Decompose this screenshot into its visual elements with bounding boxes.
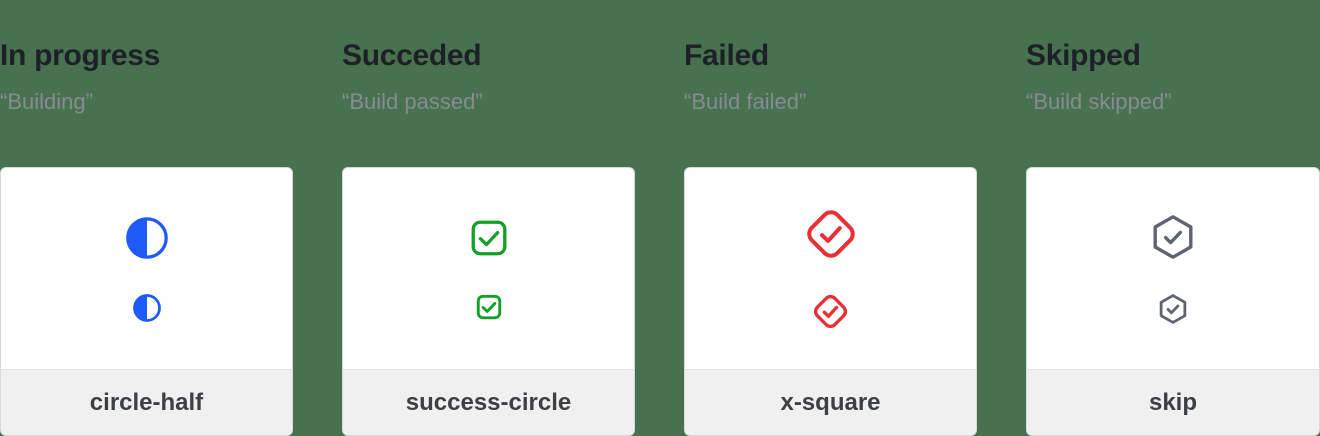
icon-preview [1027, 168, 1319, 369]
icon-name-label: success-circle [405, 388, 572, 416]
status-message: “Build passed” [342, 89, 483, 114]
column-header: Succeded “Build passed” [342, 0, 635, 167]
circle-half-icon-small [132, 293, 161, 322]
status-title: Succeded [342, 39, 482, 72]
icon-name-bar: skip [1027, 369, 1319, 435]
column-header: Failed “Build failed” [684, 0, 977, 167]
icon-name-label: x-square [780, 388, 881, 416]
column-header: In progress “Building” [0, 0, 293, 167]
check-hexagon-icon-small [1159, 293, 1187, 324]
column-header: Skipped “Build skipped” [1026, 0, 1320, 167]
status-message: “Building” [0, 89, 93, 114]
check-hexagon-icon [1153, 214, 1193, 259]
check-diamond-icon-small [813, 294, 848, 329]
status-title: Skipped [1026, 39, 1141, 72]
icon-preview [343, 168, 634, 369]
icon-card: success-circle [342, 167, 635, 436]
status-message: “Build skipped” [1026, 89, 1172, 114]
icon-name-bar: circle-half [1, 369, 292, 435]
status-title: Failed [684, 39, 769, 72]
icon-name-label: circle-half [89, 388, 204, 416]
check-square-icon-small [476, 294, 501, 319]
icon-preview [685, 168, 976, 369]
status-column-skipped: Skipped “Build skipped” skip [1026, 0, 1320, 436]
circle-half-icon [125, 216, 168, 259]
check-square-icon [471, 220, 506, 255]
status-title: In progress [0, 39, 161, 72]
status-column-failed: Failed “Build failed” x-squ [684, 0, 977, 436]
icon-name-label: skip [1148, 388, 1198, 416]
icon-preview [1, 168, 292, 369]
status-column-succeeded: Succeded “Build passed” success-circle [342, 0, 635, 436]
icon-card: circle-half [0, 167, 293, 436]
check-diamond-icon [806, 210, 855, 258]
icon-card: skip [1026, 167, 1320, 436]
icon-name-bar: x-square [685, 369, 976, 435]
icon-card: x-square [684, 167, 977, 436]
status-column-in-progress: In progress “Building” circle-half [0, 0, 293, 436]
icon-name-bar: success-circle [343, 369, 634, 435]
status-message: “Build failed” [684, 89, 807, 114]
